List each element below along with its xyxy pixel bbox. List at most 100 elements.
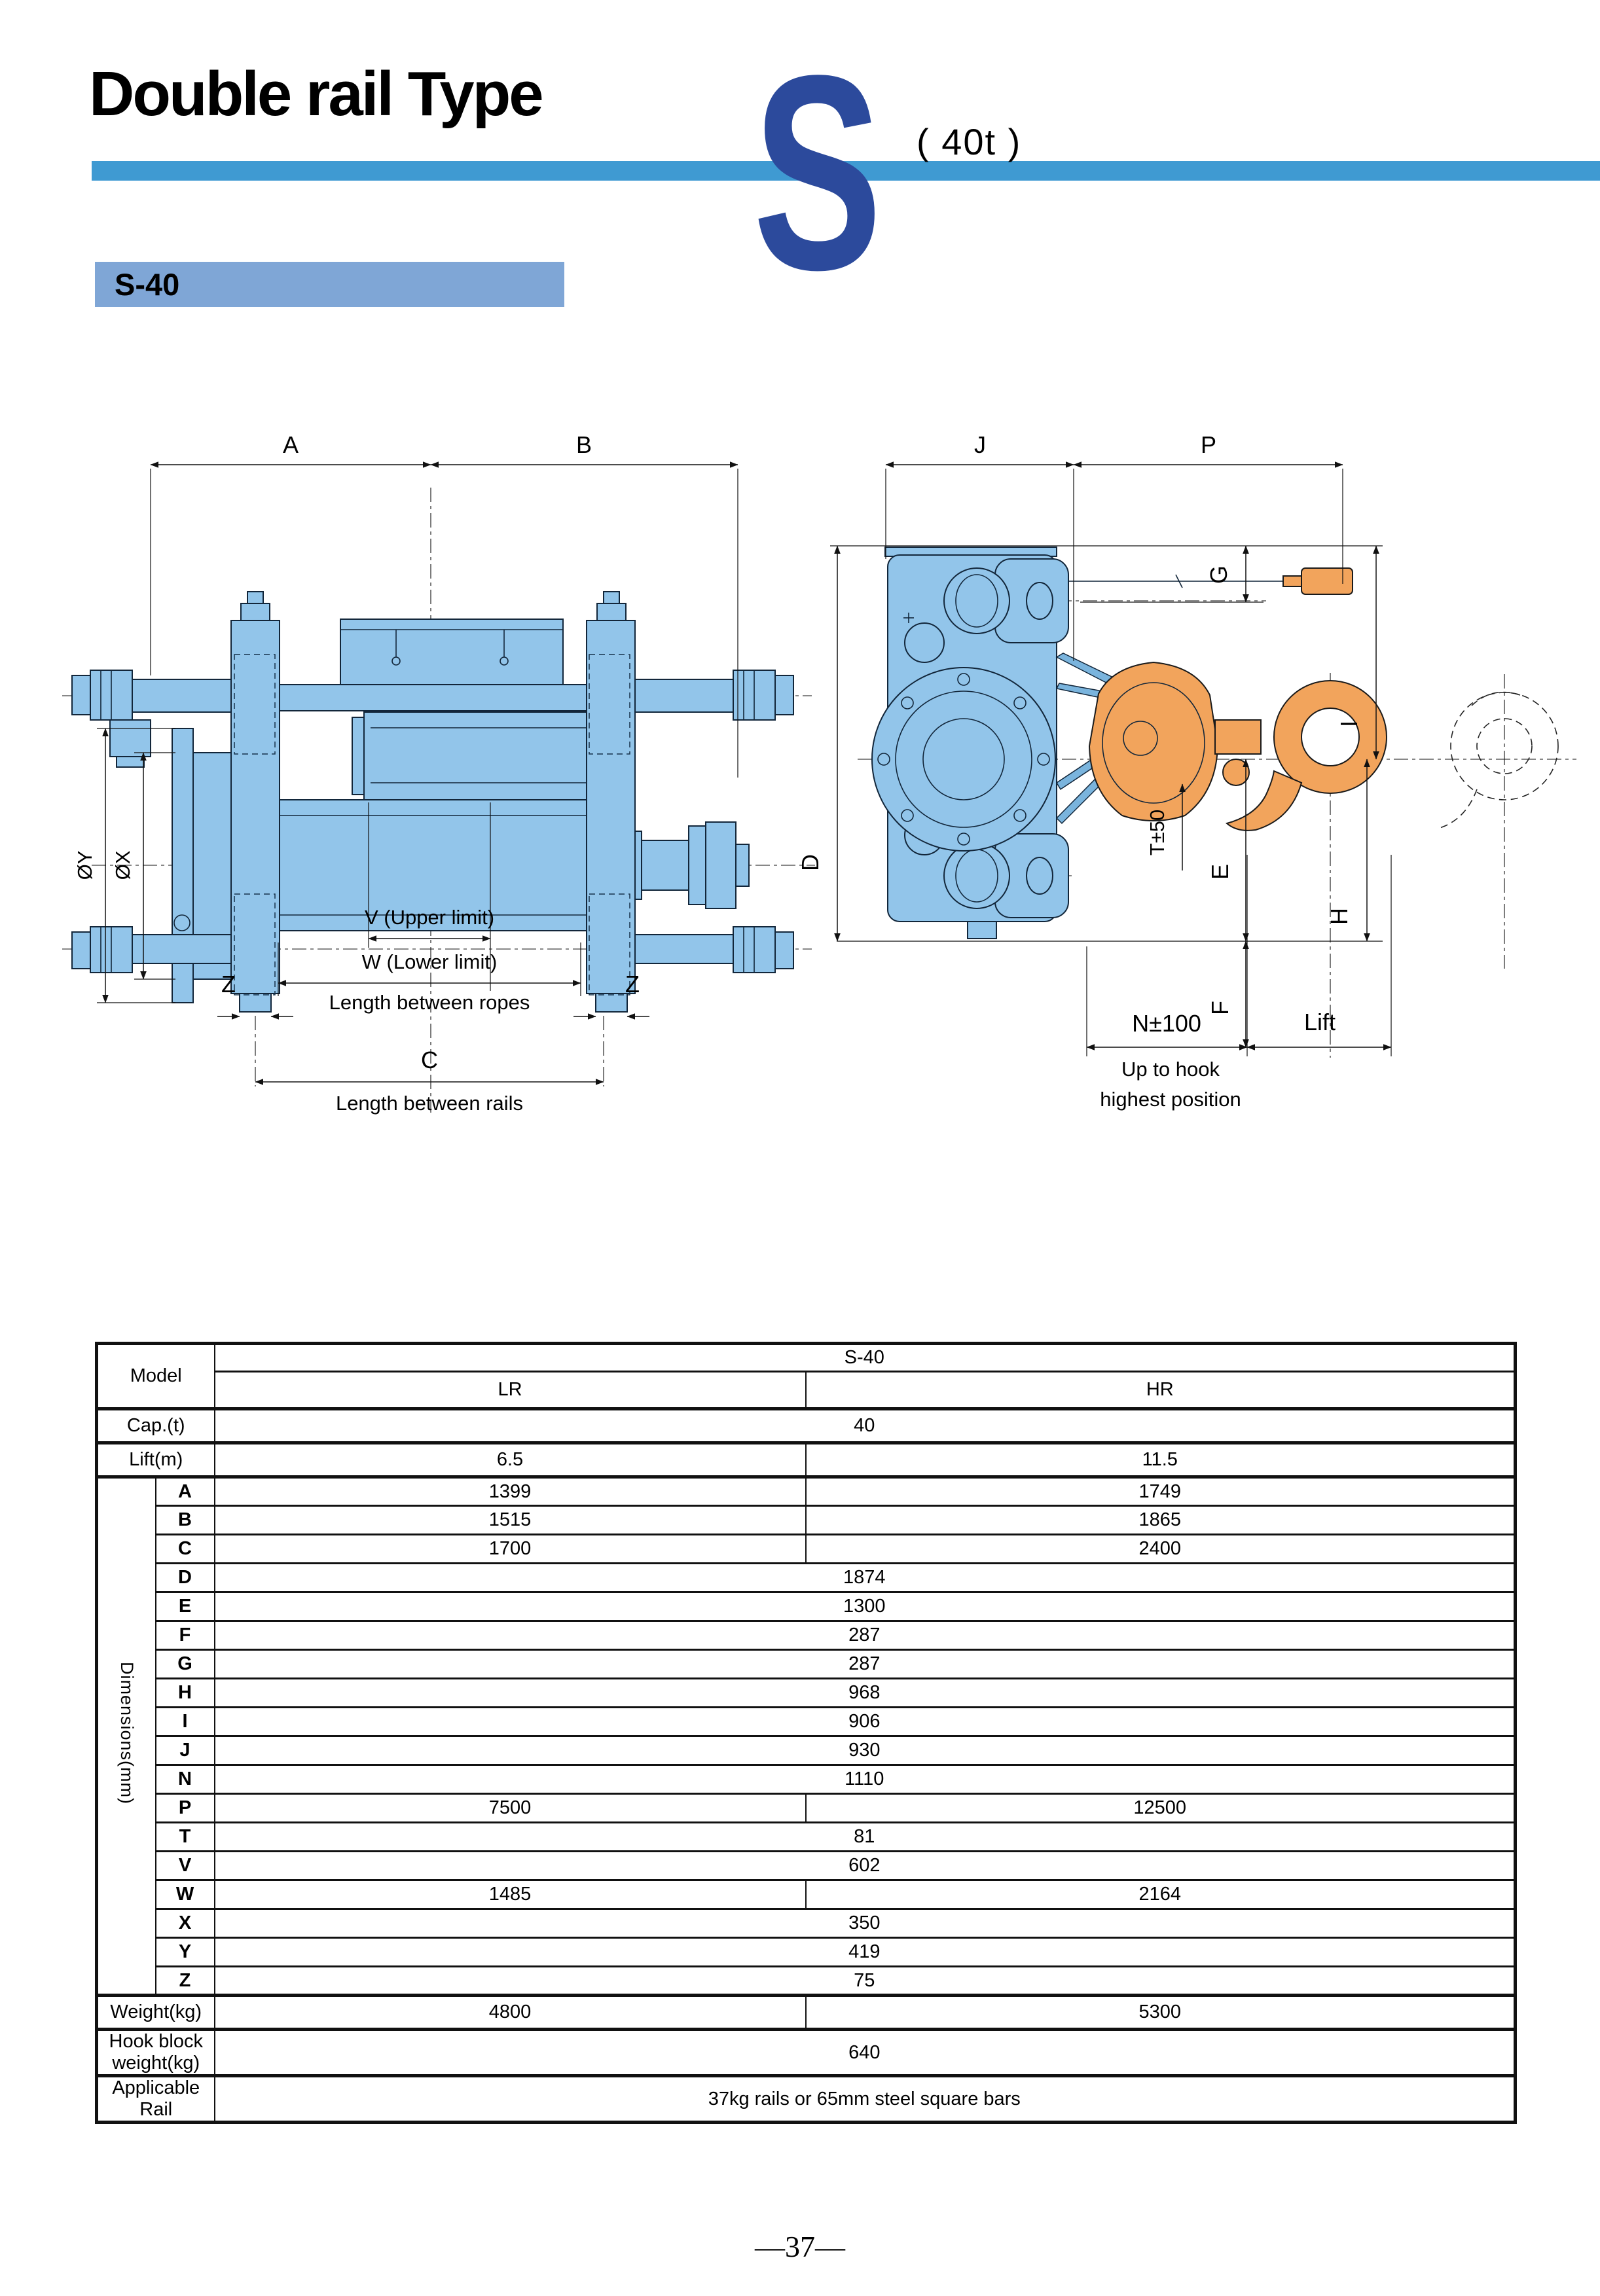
table-row-dim: B 1515 1865 bbox=[97, 1505, 1516, 1535]
table-row-dim: N 1110 bbox=[97, 1764, 1516, 1795]
table-row-variants: LR HR bbox=[97, 1371, 1516, 1410]
cell-variant-hr: HR bbox=[805, 1371, 1516, 1410]
dim-letter: G bbox=[155, 1649, 215, 1679]
table-row-dim: H 968 bbox=[97, 1677, 1516, 1708]
page-title: Double rail Type bbox=[89, 59, 544, 129]
limit-switch-rod bbox=[1068, 567, 1353, 595]
left-end-frame bbox=[230, 591, 280, 1013]
row-label: Hook block weight(kg) bbox=[96, 2028, 215, 2077]
control-box bbox=[340, 619, 564, 685]
phantom-hook-outline bbox=[1437, 691, 1559, 829]
cell-span: 419 bbox=[213, 1937, 1516, 1967]
right-end-frame bbox=[586, 591, 636, 1013]
cell-variant-lr: LR bbox=[213, 1371, 807, 1410]
dim-letter: J bbox=[155, 1735, 215, 1766]
dim-vertical-side: D G E F I H T±50 bbox=[797, 545, 1379, 1048]
table-row-dim: I 906 bbox=[97, 1706, 1516, 1737]
cell-lr: 1700 bbox=[213, 1534, 807, 1564]
table-row-dim: T 81 bbox=[97, 1821, 1516, 1852]
table-row-cap: Cap.(t) 40 bbox=[96, 1407, 1516, 1444]
dim-letter: Y bbox=[155, 1937, 215, 1967]
table-row-weight: Weight(kg) 4800 5300 bbox=[96, 1994, 1516, 2031]
dim-letter: F bbox=[155, 1620, 215, 1651]
trolley-side-frame bbox=[871, 547, 1152, 939]
table-row-dim: X 350 bbox=[97, 1908, 1516, 1939]
dim-label-b: B bbox=[576, 431, 592, 458]
cell-span: 350 bbox=[213, 1908, 1516, 1939]
table-row-model: Model S-40 bbox=[96, 1342, 1516, 1410]
cell-span: 1874 bbox=[213, 1562, 1516, 1593]
dim-letter: X bbox=[155, 1908, 215, 1939]
cell-lr: 1485 bbox=[213, 1879, 807, 1910]
table-row-dim: C 1700 2400 bbox=[97, 1534, 1516, 1564]
cell-hr: 11.5 bbox=[805, 1441, 1516, 1479]
dim-label-up-to-hook-1: Up to hook bbox=[1121, 1058, 1220, 1081]
dim-label-n: N±100 bbox=[1132, 1010, 1201, 1037]
dim-label-lift: Lift bbox=[1304, 1009, 1336, 1035]
cell-span: 602 bbox=[213, 1850, 1516, 1881]
dim-label-phi-y: ØY bbox=[73, 851, 96, 880]
dim-bottom-front: V (Upper limit) W (Lower limit) Length b… bbox=[217, 802, 649, 1115]
cell-span: 287 bbox=[213, 1649, 1516, 1679]
cell-hr: 2400 bbox=[805, 1534, 1516, 1564]
top-right-axle bbox=[634, 670, 794, 721]
table-row-hook-weight: Hook block weight(kg) 640 bbox=[96, 2028, 1516, 2077]
dim-label-phi-x: ØX bbox=[111, 850, 134, 880]
table-row-dim: F 287 bbox=[97, 1620, 1516, 1651]
table-row-dim: E 1300 bbox=[97, 1591, 1516, 1622]
cell-lr: 1515 bbox=[213, 1505, 807, 1535]
spec-table: Model S-40 LR HR Cap.(t) 40 Lift(m) 6.5 … bbox=[95, 1342, 1518, 2124]
dim-label-i: I bbox=[1336, 721, 1362, 727]
dim-letter: V bbox=[155, 1850, 215, 1881]
dim-letter: Z bbox=[155, 1965, 215, 1997]
dim-label-z-left: Z bbox=[221, 971, 236, 997]
top-left-axle bbox=[71, 670, 232, 768]
dim-n-lift: N±100 Lift Up to hook highest position bbox=[1086, 855, 1392, 1111]
cell-hr: 1865 bbox=[805, 1505, 1516, 1535]
table-row-dim: V 602 bbox=[97, 1850, 1516, 1881]
table-row-dim: D 1874 bbox=[97, 1562, 1516, 1593]
dim-letter: H bbox=[155, 1677, 215, 1708]
dim-label-t: T±50 bbox=[1146, 810, 1169, 855]
cell-hr: 2164 bbox=[805, 1879, 1516, 1910]
series-letter: S bbox=[753, 17, 882, 328]
dim-letter: W bbox=[155, 1879, 215, 1910]
hook-block bbox=[1088, 661, 1387, 831]
row-label: Lift(m) bbox=[96, 1441, 215, 1479]
table-row-rail: Applicable Rail 37kg rails or 65mm steel… bbox=[96, 2074, 1516, 2123]
dim-letter: D bbox=[155, 1562, 215, 1593]
cell-lr: 7500 bbox=[213, 1793, 807, 1823]
cell-hr: 1749 bbox=[805, 1475, 1516, 1507]
dim-a-b: A B bbox=[150, 431, 738, 778]
dim-letter: N bbox=[155, 1764, 215, 1795]
cell-span: 287 bbox=[213, 1620, 1516, 1651]
cell-lr: 6.5 bbox=[213, 1441, 807, 1479]
dim-letter: I bbox=[155, 1706, 215, 1737]
row-label: Applicable Rail bbox=[96, 2074, 215, 2123]
dim-label-rails: Length between rails bbox=[336, 1092, 523, 1115]
dim-label-w: W (Lower limit) bbox=[362, 950, 498, 973]
cell-span: 75 bbox=[213, 1965, 1516, 1997]
dims-vertical-label: Dimensions(mm) bbox=[96, 1475, 156, 1996]
cell-span: 37kg rails or 65mm steel square bars bbox=[213, 2074, 1516, 2123]
table-row-dim: Y 419 bbox=[97, 1937, 1516, 1967]
cell-span: 81 bbox=[213, 1821, 1516, 1852]
table-row-dim: G 287 bbox=[97, 1649, 1516, 1679]
dim-label-c: C bbox=[421, 1047, 438, 1073]
bottom-left-axle bbox=[71, 926, 232, 973]
cell-span: 930 bbox=[213, 1735, 1516, 1766]
dim-letter: C bbox=[155, 1534, 215, 1564]
model-badge-bar: S-40 bbox=[95, 262, 564, 307]
table-row-dim: Dimensions(mm) A 1399 1749 bbox=[96, 1475, 1516, 1996]
dim-letter: T bbox=[155, 1821, 215, 1852]
page-number: —37— bbox=[755, 2230, 845, 2263]
dim-label-d: D bbox=[797, 854, 824, 871]
dim-label-h: H bbox=[1326, 908, 1353, 925]
cell-span: 1300 bbox=[213, 1591, 1516, 1622]
technical-drawings: A B ØY ØX V (Upper limit) bbox=[62, 431, 1576, 1115]
dim-label-a: A bbox=[283, 431, 299, 458]
cell-hr: 12500 bbox=[805, 1793, 1516, 1823]
dim-label-g: G bbox=[1205, 565, 1232, 584]
cell-lr: 1399 bbox=[213, 1475, 807, 1507]
dim-label-e: E bbox=[1207, 864, 1233, 880]
